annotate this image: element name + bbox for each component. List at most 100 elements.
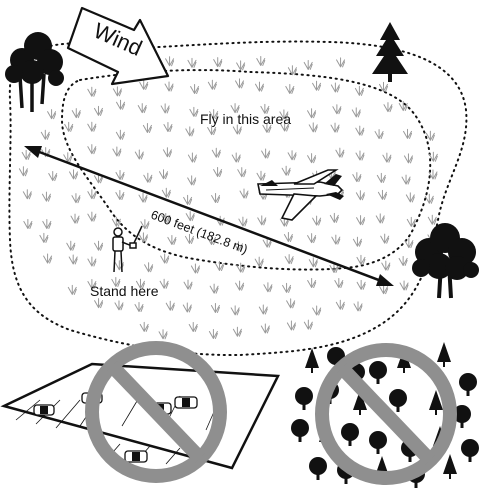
grass-tuft <box>313 216 321 225</box>
tree-icon <box>341 423 359 446</box>
grass-tuft <box>70 170 78 179</box>
grass-tuft <box>352 108 360 117</box>
grass-tuft <box>376 214 384 223</box>
grass-tuft <box>163 148 171 157</box>
grass-tuft <box>212 194 220 203</box>
grass-tuft <box>309 258 317 267</box>
grass-tuft <box>384 103 392 112</box>
grass-tuft <box>383 153 391 162</box>
grass-tuft <box>259 305 267 314</box>
car-icon <box>34 405 54 415</box>
grass-tuft <box>239 217 247 226</box>
grass-tuft <box>309 123 317 132</box>
grass-tuft <box>308 279 316 288</box>
grass-tuft <box>211 303 219 312</box>
grass-tuft <box>313 81 321 90</box>
grass-tuft <box>19 167 27 176</box>
grass-tuft <box>428 215 436 224</box>
grass-tuft <box>49 172 57 181</box>
grass-tuft <box>166 57 174 66</box>
grass-tuft <box>285 255 293 264</box>
distance-label: 600 feet (182.8 m) <box>149 208 250 257</box>
grass-tuft <box>357 216 365 225</box>
grass-tuft <box>135 303 143 312</box>
grass-tuft <box>283 283 291 292</box>
grass-tuft <box>288 151 296 160</box>
grass-tuft <box>165 82 173 91</box>
grass-tuft <box>188 58 196 67</box>
grass-tuft <box>140 322 148 331</box>
grass-tuft <box>135 150 143 159</box>
grass-tuft <box>69 255 77 264</box>
grass-tuft <box>332 235 340 244</box>
grass-tuft <box>233 327 241 336</box>
grass-tuft <box>287 321 295 330</box>
tree-icon <box>295 387 313 410</box>
tree-icon <box>459 373 477 396</box>
grass-tuft <box>399 256 407 265</box>
grass-tuft <box>113 87 121 96</box>
grass-tuft <box>188 153 196 162</box>
wind-arrow: Wind <box>68 8 168 84</box>
tree-icon <box>369 361 387 384</box>
grass-tuft <box>304 320 312 329</box>
grass-tuft <box>88 87 96 96</box>
grass-tuft <box>257 171 265 180</box>
grass-tuft <box>236 79 244 88</box>
tree-icon <box>461 439 479 462</box>
pilot-figure-icon <box>113 226 142 272</box>
grass-tuft <box>262 149 270 158</box>
grass-tuft <box>88 145 96 154</box>
grass-tuft <box>308 109 316 118</box>
grass-tuft <box>22 150 30 159</box>
grass-tuft <box>184 280 192 289</box>
tree-icon <box>309 457 327 480</box>
grass-tuft <box>356 191 364 200</box>
grass-tuft <box>43 219 51 228</box>
grass-tuft <box>356 151 364 160</box>
grass-tuft <box>166 301 174 310</box>
grass-tuft <box>237 61 245 70</box>
grass-tuft <box>23 190 31 199</box>
grass-tuft <box>183 303 191 312</box>
grass-tuft <box>336 300 344 309</box>
grass-tuft <box>65 122 73 131</box>
grass-tuft <box>356 126 364 135</box>
grass-tuft <box>400 281 408 290</box>
grass-tuft <box>355 86 363 95</box>
car-icon <box>125 451 147 462</box>
grass-tuft <box>113 147 121 156</box>
grass-tuft <box>232 153 240 162</box>
grass-tuft <box>353 237 361 246</box>
grass-tuft <box>426 131 434 140</box>
grass-tuft <box>336 148 344 157</box>
grass-tuft <box>88 257 96 266</box>
grass-tuft <box>330 213 338 222</box>
grass-tuft <box>402 175 410 184</box>
grass-tuft <box>238 168 246 177</box>
grass-tuft <box>337 58 345 67</box>
grass-tuft <box>48 110 56 119</box>
grass-tuft <box>308 154 316 163</box>
tree-icon <box>412 223 479 298</box>
grass-tuft <box>308 234 316 243</box>
grass-tuft <box>160 170 168 179</box>
tree-icon <box>5 32 64 112</box>
grass-tuft <box>112 217 120 226</box>
grass-tuft <box>41 130 49 139</box>
grass-tuft <box>284 233 292 242</box>
grass-tuft <box>240 189 248 198</box>
grass-tuft <box>116 130 124 139</box>
grass-tuft <box>304 60 312 69</box>
grass-tuft <box>159 330 167 339</box>
grass-tuft <box>380 285 388 294</box>
grass-tuft <box>168 235 176 244</box>
stand-here-label: Stand here <box>90 283 159 299</box>
grass-tuft <box>377 173 385 182</box>
fly-area-label: Fly in this area <box>200 111 291 127</box>
grass-tuft <box>140 80 148 89</box>
grass-tuft <box>190 107 198 116</box>
grass-tuft <box>212 148 220 157</box>
grass-tuft <box>236 281 244 290</box>
grass-tuft <box>357 255 365 264</box>
